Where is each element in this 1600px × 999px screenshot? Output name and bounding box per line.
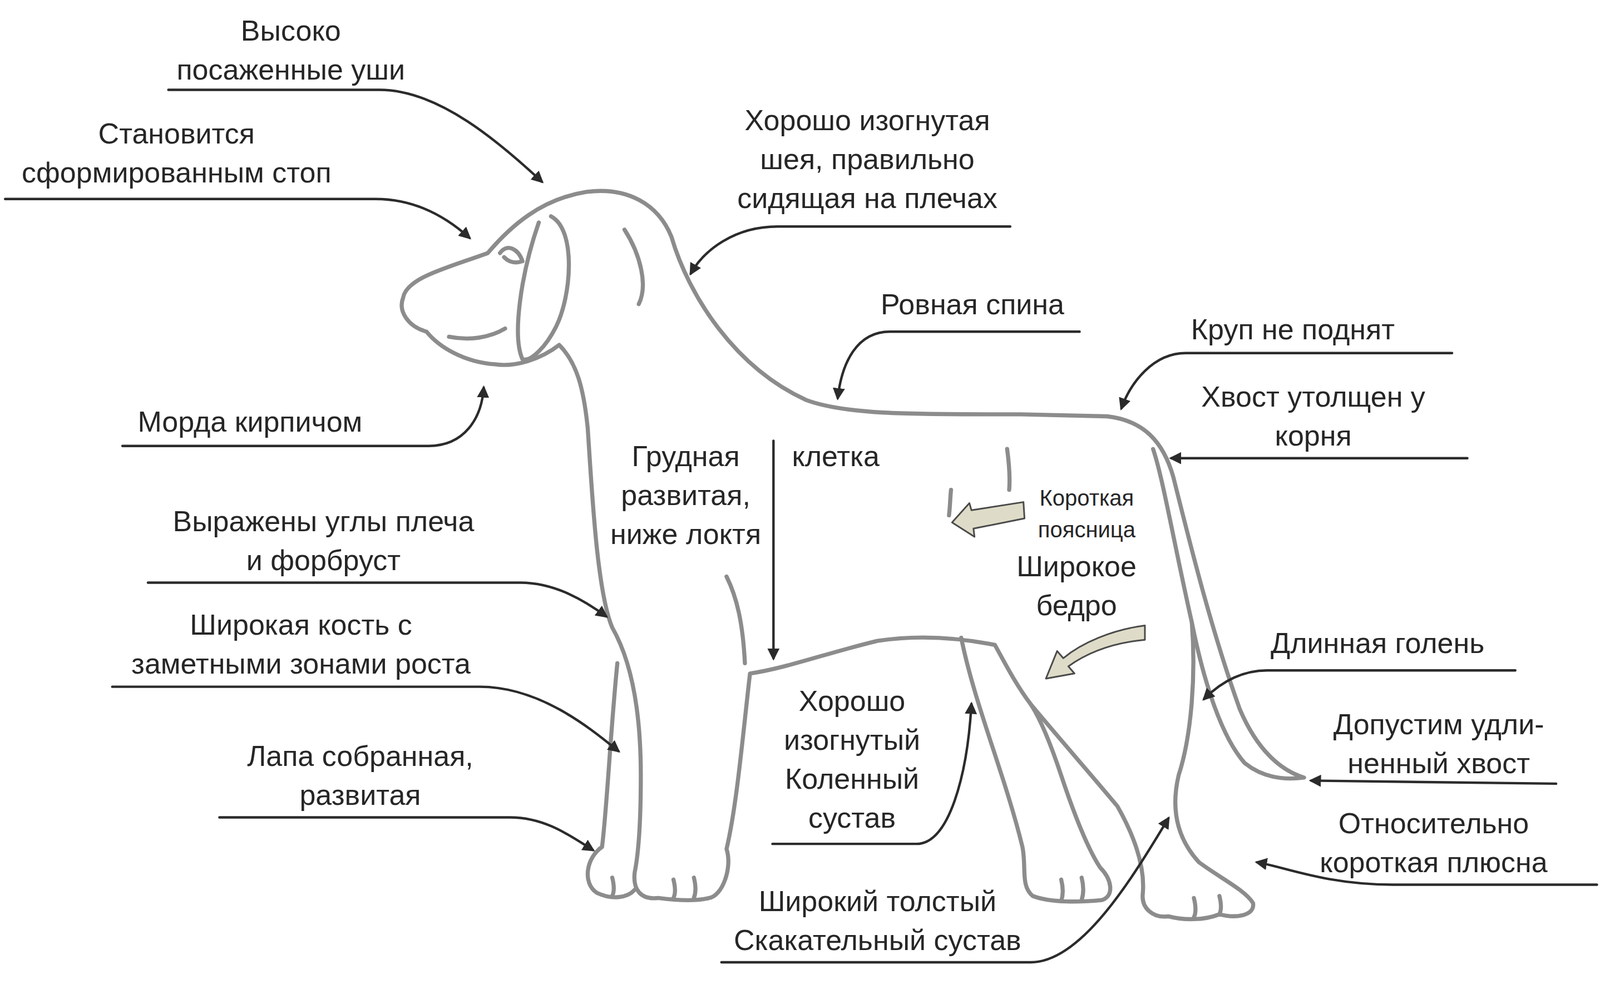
part-label: клетка [791, 436, 880, 476]
dog-outline [401, 190, 1305, 920]
dog-far-foreleg [587, 663, 635, 898]
part-label: Хвост утолщен у корня [1193, 377, 1434, 456]
thigh-arrow [1045, 625, 1145, 679]
part-label: Допустим удли- ненный хвост [1327, 704, 1550, 783]
part-label: Короткая поясница [1033, 482, 1140, 546]
leader-line [122, 387, 484, 447]
leader-line [5, 199, 470, 239]
part-label: Относительно короткая плюсна [1312, 803, 1556, 882]
part-label: Широкое бедро [1009, 546, 1143, 625]
dog-ear [517, 216, 569, 360]
leader-line [837, 331, 1080, 398]
part-label: Круп не поднят [1191, 309, 1395, 349]
part-label: Лапа собранная, развитая [240, 736, 481, 815]
dog-elbow [726, 576, 745, 664]
dog-body [401, 190, 1305, 920]
leader-line [690, 226, 1011, 274]
dog-eye [500, 248, 523, 263]
part-label: Ровная спина [880, 284, 1065, 324]
loin-arrow [951, 502, 1025, 537]
leader-line [1311, 780, 1557, 784]
leader-line [1203, 670, 1515, 699]
dog-neck-line [624, 229, 644, 305]
part-label: Длинная голень [1270, 623, 1485, 663]
leader-lines [5, 89, 1597, 963]
chest-depth-arrow [772, 441, 775, 659]
leader-line [1171, 457, 1468, 460]
part-label: Широкий толстый Скакательный сустав [727, 881, 1029, 960]
part-label: Морда кирпичом [137, 402, 363, 442]
part-label: Хорошо изогнутый Коленный сустав [776, 681, 927, 838]
part-label: Высоко посаженные уши [169, 11, 413, 90]
part-label: Грудная развитая, ниже локтя [606, 436, 766, 554]
dog-mouth [448, 328, 506, 339]
part-label: Становится сформированным стоп [14, 114, 339, 192]
leader-line [219, 817, 593, 851]
dog-far-hindleg [961, 638, 1111, 902]
part-label: Хорошо изогнутая шея, правильно сидящая … [731, 100, 1004, 218]
part-label: Выражены углы плеча и форбруст [165, 501, 482, 580]
dog-tail-edge [1153, 448, 1193, 623]
leader-line [721, 818, 1169, 963]
part-label: Широкая кость с заметными зонами роста [124, 605, 478, 684]
